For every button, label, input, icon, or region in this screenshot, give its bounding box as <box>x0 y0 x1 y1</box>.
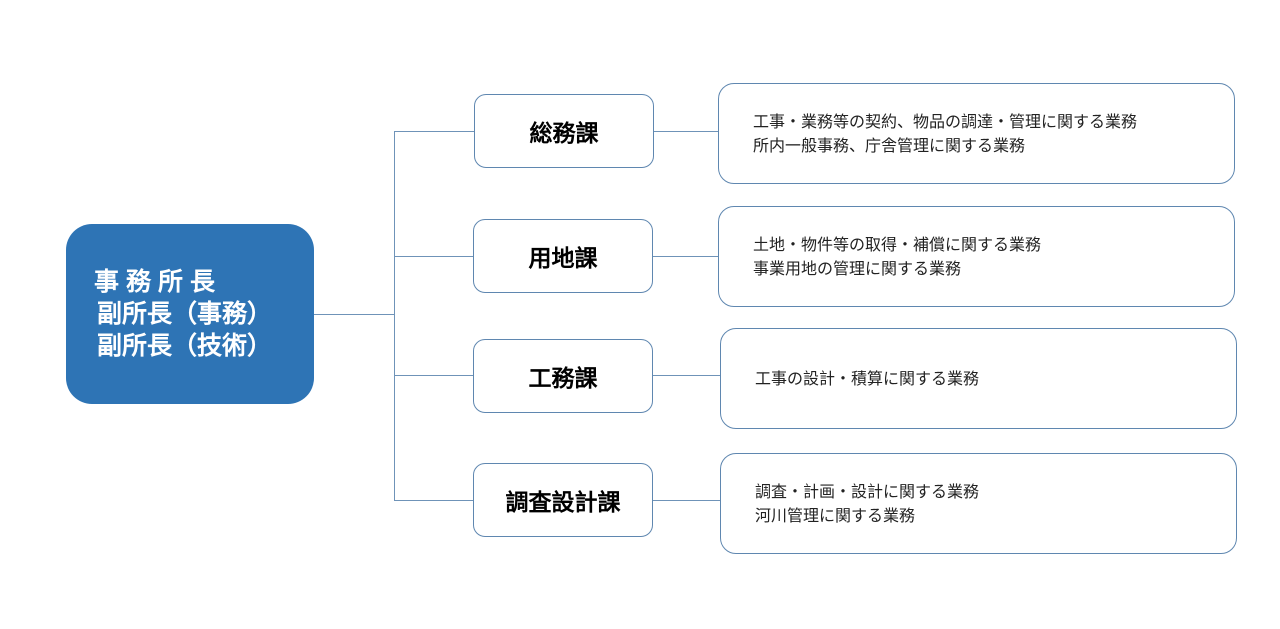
duty-line: 河川管理に関する業務 <box>755 505 916 525</box>
duty-line: 工事・業務等の契約、物品の調達・管理に関する業務 <box>753 111 1138 131</box>
duty-line: 工事の設計・積算に関する業務 <box>755 368 980 388</box>
dept-name: 用地課 <box>528 246 598 272</box>
deputy-admin: 副所長（事務） <box>97 299 273 328</box>
dept-box-survey-design: 調査設計課 <box>473 463 653 537</box>
dept-box-general-affairs: 総務課 <box>474 94 654 168</box>
duties-box-survey-design: 調査・計画・設計に関する業務 河川管理に関する業務 <box>720 453 1237 554</box>
duties-box-construction: 工事の設計・積算に関する業務 <box>720 328 1237 429</box>
dept-box-land: 用地課 <box>473 219 653 293</box>
office-head-box: 事務所長 副所長（事務） 副所長（技術） <box>66 224 314 404</box>
deputy-technical: 副所長（技術） <box>97 331 273 360</box>
dept-name: 総務課 <box>529 121 599 147</box>
dept-name: 工務課 <box>528 366 598 392</box>
dept-box-construction: 工務課 <box>473 339 653 413</box>
duty-line: 所内一般事務、庁舎管理に関する業務 <box>753 135 1026 155</box>
duty-line: 調査・計画・設計に関する業務 <box>755 481 980 501</box>
dept-name: 調査設計課 <box>505 490 621 516</box>
duties-box-land: 土地・物件等の取得・補償に関する業務 事業用地の管理に関する業務 <box>718 206 1235 307</box>
duties-box-general-affairs: 工事・業務等の契約、物品の調達・管理に関する業務 所内一般事務、庁舎管理に関する… <box>718 83 1235 184</box>
duty-line: 事業用地の管理に関する業務 <box>753 258 962 278</box>
duty-line: 土地・物件等の取得・補償に関する業務 <box>753 234 1042 254</box>
head-title: 事務所長 <box>94 267 223 296</box>
